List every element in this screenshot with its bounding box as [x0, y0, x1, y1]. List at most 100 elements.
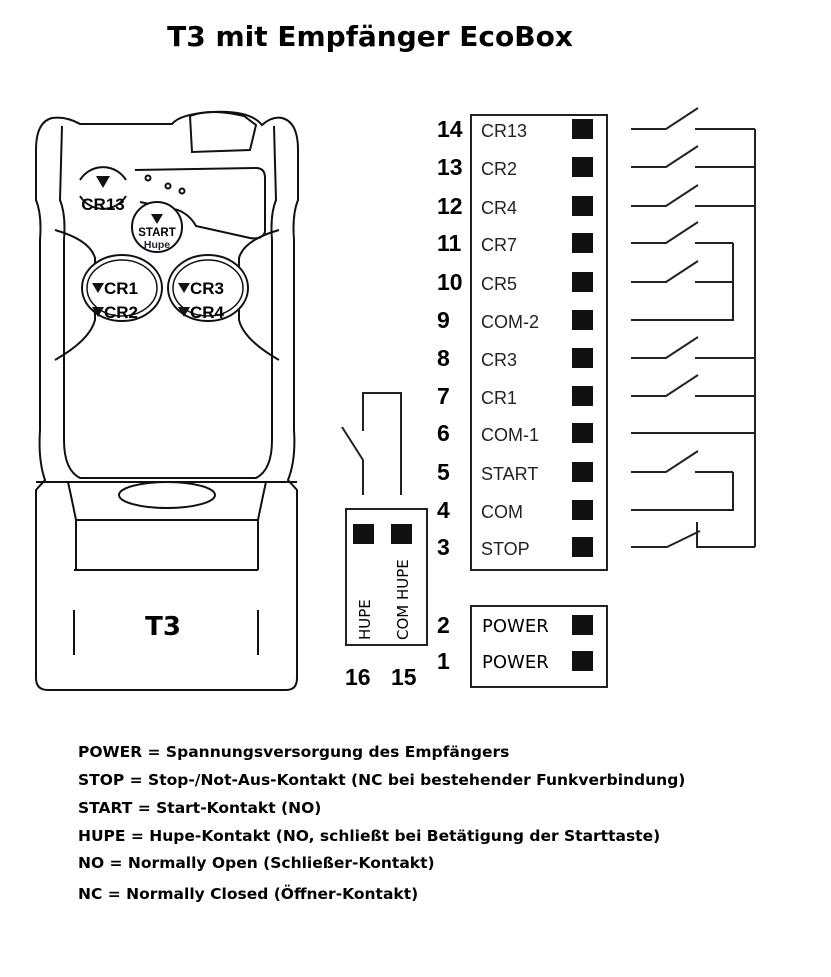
terminal-number: 11	[437, 230, 462, 256]
terminal-screw	[572, 651, 593, 671]
terminal-number: 7	[437, 383, 450, 409]
terminal-screw	[572, 119, 593, 139]
hupe-terminal-block	[345, 508, 428, 646]
terminal-screw	[572, 462, 593, 482]
legend-stop: STOP = Stop-/Not-Aus-Kontakt (NC bei bes…	[78, 771, 686, 789]
terminal-screw	[572, 537, 593, 557]
antenna-cap	[188, 111, 258, 154]
no-contact-switch	[631, 374, 755, 397]
terminal-label: CR4	[481, 198, 517, 218]
terminal-label: CR2	[481, 159, 517, 179]
terminal-10: 10 CR5	[437, 269, 593, 295]
arrow-down-icon	[151, 214, 163, 224]
terminal-screw	[572, 272, 593, 292]
legend-no: NO = Normally Open (Schließer-Kontakt)	[78, 854, 435, 872]
svg-text:HUPE: HUPE	[356, 599, 374, 640]
svg-text:CR4: CR4	[190, 303, 225, 322]
com-hupe-terminal: COM HUPE 15	[391, 524, 417, 690]
arrow-down-icon	[96, 176, 110, 188]
terminal-number: 6	[437, 420, 450, 446]
arrow-down-icon	[92, 283, 104, 293]
terminal-number: 12	[437, 193, 463, 219]
arrow-down-icon	[178, 307, 190, 317]
button-cr13: CR13	[79, 166, 127, 214]
svg-text:CR13: CR13	[81, 195, 124, 214]
terminal-label: CR5	[481, 274, 517, 294]
terminal-11: 11 CR7	[437, 230, 593, 256]
no-contact-switch	[631, 145, 755, 168]
terminal-9: 9 COM-2	[437, 307, 593, 333]
terminal-number: 8	[437, 345, 450, 371]
svg-text:CR3: CR3	[190, 279, 224, 298]
led-indicator	[164, 182, 172, 190]
button-start-hupe: START Hupe	[131, 201, 183, 253]
terminal-12: 12 CR4	[437, 193, 593, 219]
terminal-number: 13	[437, 154, 463, 180]
terminal-number: 2	[437, 612, 450, 638]
legend-start: START = Start-Kontakt (NO)	[78, 799, 322, 817]
legend-nc: NC = Normally Closed (Öffner-Kontakt)	[78, 885, 419, 903]
svg-text:CR2: CR2	[104, 303, 138, 322]
no-contact-switch	[631, 107, 755, 130]
remote-body-outline	[35, 110, 299, 691]
terminal-label: COM	[481, 502, 523, 522]
terminal-label: STOP	[481, 539, 530, 559]
terminal-block	[470, 114, 608, 571]
arrow-down-icon	[178, 283, 190, 293]
contact-wiring	[631, 107, 756, 548]
terminal-screw	[572, 500, 593, 520]
led-indicator	[178, 187, 186, 195]
legend-power: POWER = Spannungsversorgung des Empfänge…	[78, 743, 510, 761]
terminal-number: 14	[437, 116, 463, 142]
button-cr3-cr4: CR3 CR4	[167, 254, 249, 322]
terminal-number: 4	[437, 497, 450, 523]
led-indicator	[144, 174, 152, 182]
legend-hupe: HUPE = Hupe-Kontakt (NO, schließt bei Be…	[78, 827, 661, 845]
terminal-13: 13 CR2	[437, 154, 593, 180]
terminal-screw	[353, 524, 374, 544]
terminal-screw	[572, 423, 593, 443]
no-contact-switch	[631, 184, 755, 207]
terminal-label: CR3	[481, 350, 517, 370]
slot-opening	[118, 481, 216, 509]
terminal-number: 10	[437, 269, 463, 295]
terminal-label: CR7	[481, 235, 517, 255]
diagram-title: T3 mit Empfänger EcoBox	[167, 20, 573, 53]
terminal-screw	[572, 157, 593, 177]
com-line	[631, 472, 734, 511]
svg-text:16: 16	[345, 664, 371, 690]
terminal-3: 3 STOP	[437, 534, 593, 560]
terminal-number: 9	[437, 307, 450, 333]
svg-text:15: 15	[391, 664, 417, 690]
terminal-label: CR13	[481, 121, 527, 141]
terminal-screw	[572, 348, 593, 368]
terminal-number: 5	[437, 459, 450, 485]
terminal-power-2: 2 POWER	[437, 612, 593, 638]
remote-model-label: T3	[145, 612, 181, 642]
svg-text:START: START	[138, 227, 175, 239]
terminal-5: 5 START	[437, 459, 593, 485]
nc-contact-switch-stop	[631, 522, 755, 548]
button-cr1-cr2: CR1 CR2	[81, 254, 163, 322]
com-2-line	[631, 243, 734, 321]
terminal-label: COM-1	[481, 425, 539, 445]
terminal-screw	[391, 524, 412, 544]
terminal-screw	[572, 196, 593, 216]
terminal-label: CR1	[481, 388, 517, 408]
svg-text:CR1: CR1	[104, 279, 138, 298]
terminal-label: COM-2	[481, 312, 539, 332]
terminal-4: 4 COM	[437, 497, 593, 523]
terminal-7: 7 CR1	[437, 383, 593, 409]
no-contact-switch	[631, 336, 755, 359]
terminal-label: START	[481, 464, 538, 484]
terminal-number: 3	[437, 534, 450, 560]
terminal-screw	[572, 615, 593, 635]
terminal-14: 14 CR13	[437, 116, 593, 142]
terminal-label: POWER	[482, 652, 549, 673]
terminal-screw	[572, 386, 593, 406]
hupe-switch	[341, 392, 402, 495]
terminal-label: POWER	[482, 616, 549, 637]
remote-inner-plate	[58, 125, 278, 479]
